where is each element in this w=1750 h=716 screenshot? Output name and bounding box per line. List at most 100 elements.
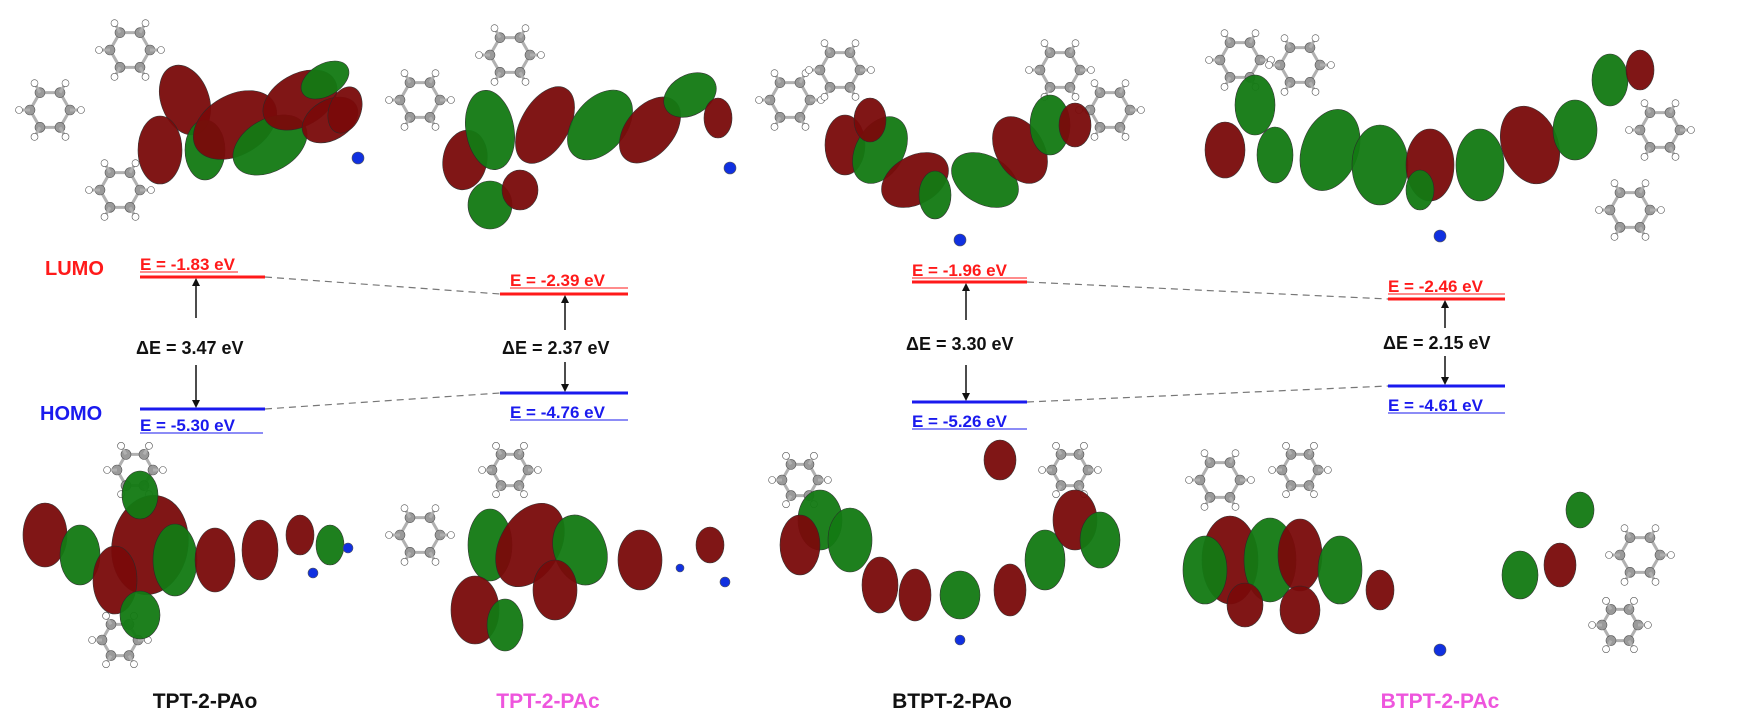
orbital-lobe: [1182, 535, 1228, 605]
atom: [1327, 61, 1335, 69]
atom: [719, 576, 731, 588]
atom: [521, 78, 530, 86]
atom: [1231, 503, 1240, 511]
atom: [1040, 39, 1049, 47]
atom: [95, 46, 103, 54]
atom: [770, 123, 779, 131]
gap-label-1: ΔE = 3.47 eV: [136, 338, 244, 358]
gap-label-2: ΔE = 2.37 eV: [502, 338, 610, 358]
atom: [88, 636, 96, 644]
atom: [1595, 206, 1603, 214]
atom: [1667, 551, 1675, 559]
orbital-illustrations: [15, 19, 1695, 668]
atom: [131, 213, 140, 221]
atom: [534, 466, 542, 474]
atom: [447, 531, 455, 539]
atom: [675, 563, 685, 573]
atom: [1200, 503, 1209, 511]
atom: [141, 19, 150, 27]
atom: [1640, 99, 1649, 107]
lumo-axis-label: LUMO: [45, 258, 104, 280]
atom: [1651, 524, 1660, 532]
orbital-lobe: [1234, 74, 1276, 136]
atom: [824, 476, 832, 484]
atom: [810, 452, 818, 460]
atom: [521, 24, 530, 32]
atom: [1282, 442, 1290, 450]
lumo-energy-label-2: E = -2.39 eV: [510, 271, 606, 290]
atom: [1433, 229, 1447, 243]
atom: [103, 466, 111, 474]
orbital-lobe: [993, 563, 1027, 617]
atom: [1247, 476, 1255, 484]
atom: [1185, 476, 1193, 484]
atom: [490, 24, 499, 32]
orbital-lobe: [1279, 585, 1321, 635]
atom: [400, 504, 409, 512]
atom: [1265, 61, 1273, 69]
atom: [1605, 551, 1613, 559]
atom: [1644, 621, 1652, 629]
atom: [1310, 490, 1318, 498]
atom: [147, 186, 155, 194]
atom: [85, 186, 93, 194]
orbital-lobe: [663, 72, 717, 118]
orbital-lobe: [1317, 535, 1363, 605]
orbital-lobe: [1204, 121, 1246, 179]
homo-axis-label: HOMO: [40, 403, 102, 425]
atom: [820, 39, 829, 47]
atom: [1311, 88, 1320, 96]
atom: [1630, 645, 1638, 653]
orbital-lobe: [121, 470, 159, 520]
atom: [953, 233, 967, 247]
atom: [385, 531, 393, 539]
atom: [102, 660, 110, 668]
atom: [770, 69, 779, 77]
atom: [131, 159, 140, 167]
atom: [954, 634, 966, 646]
atom: [1651, 578, 1660, 586]
orbital-lobe: [532, 559, 578, 621]
orbital-lobe: [315, 524, 345, 566]
orbital-lobe: [827, 507, 873, 573]
orbital-lobe: [92, 545, 138, 615]
orbital-lobe: [861, 556, 899, 614]
orbital-lobe: [515, 86, 575, 164]
atom: [61, 133, 70, 141]
atom: [1052, 442, 1060, 450]
atom: [100, 159, 109, 167]
atom: [1282, 490, 1290, 498]
atom: [1268, 466, 1276, 474]
lumo-connector-1: [264, 276, 501, 295]
atom: [475, 51, 483, 59]
orbital-lobe: [617, 529, 663, 591]
atom: [30, 133, 39, 141]
atom: [1671, 153, 1680, 161]
atom: [1602, 645, 1610, 653]
atom: [431, 558, 440, 566]
atom: [110, 73, 119, 81]
atom: [400, 69, 409, 77]
atom: [723, 161, 737, 175]
lumo-energy-label-4: E = -2.46 eV: [1388, 277, 1484, 296]
lumo-energy-label-1: E = -1.83 eV: [140, 255, 236, 274]
atom: [1610, 233, 1619, 241]
atom: [307, 567, 319, 579]
orbital-lobe: [779, 514, 821, 576]
molecule-group-1: E = -1.83 eV E = -5.30 eV ΔE = 3.47 eV T…: [136, 255, 265, 713]
orbital-lobe: [1024, 529, 1066, 591]
atom: [1630, 597, 1638, 605]
orbital-lobe: [194, 527, 236, 593]
lumo-connector-2: [1026, 281, 1389, 300]
orbital-lobe: [137, 115, 183, 185]
atom: [492, 490, 500, 498]
atom: [1205, 56, 1213, 64]
atom: [1231, 449, 1240, 457]
atom: [447, 96, 455, 104]
atom: [1137, 106, 1145, 114]
orbital-lobe: [1256, 126, 1294, 184]
atom: [1251, 29, 1260, 37]
orbital-lobe: [898, 568, 932, 622]
atom: [1052, 490, 1060, 498]
atom: [1324, 466, 1332, 474]
